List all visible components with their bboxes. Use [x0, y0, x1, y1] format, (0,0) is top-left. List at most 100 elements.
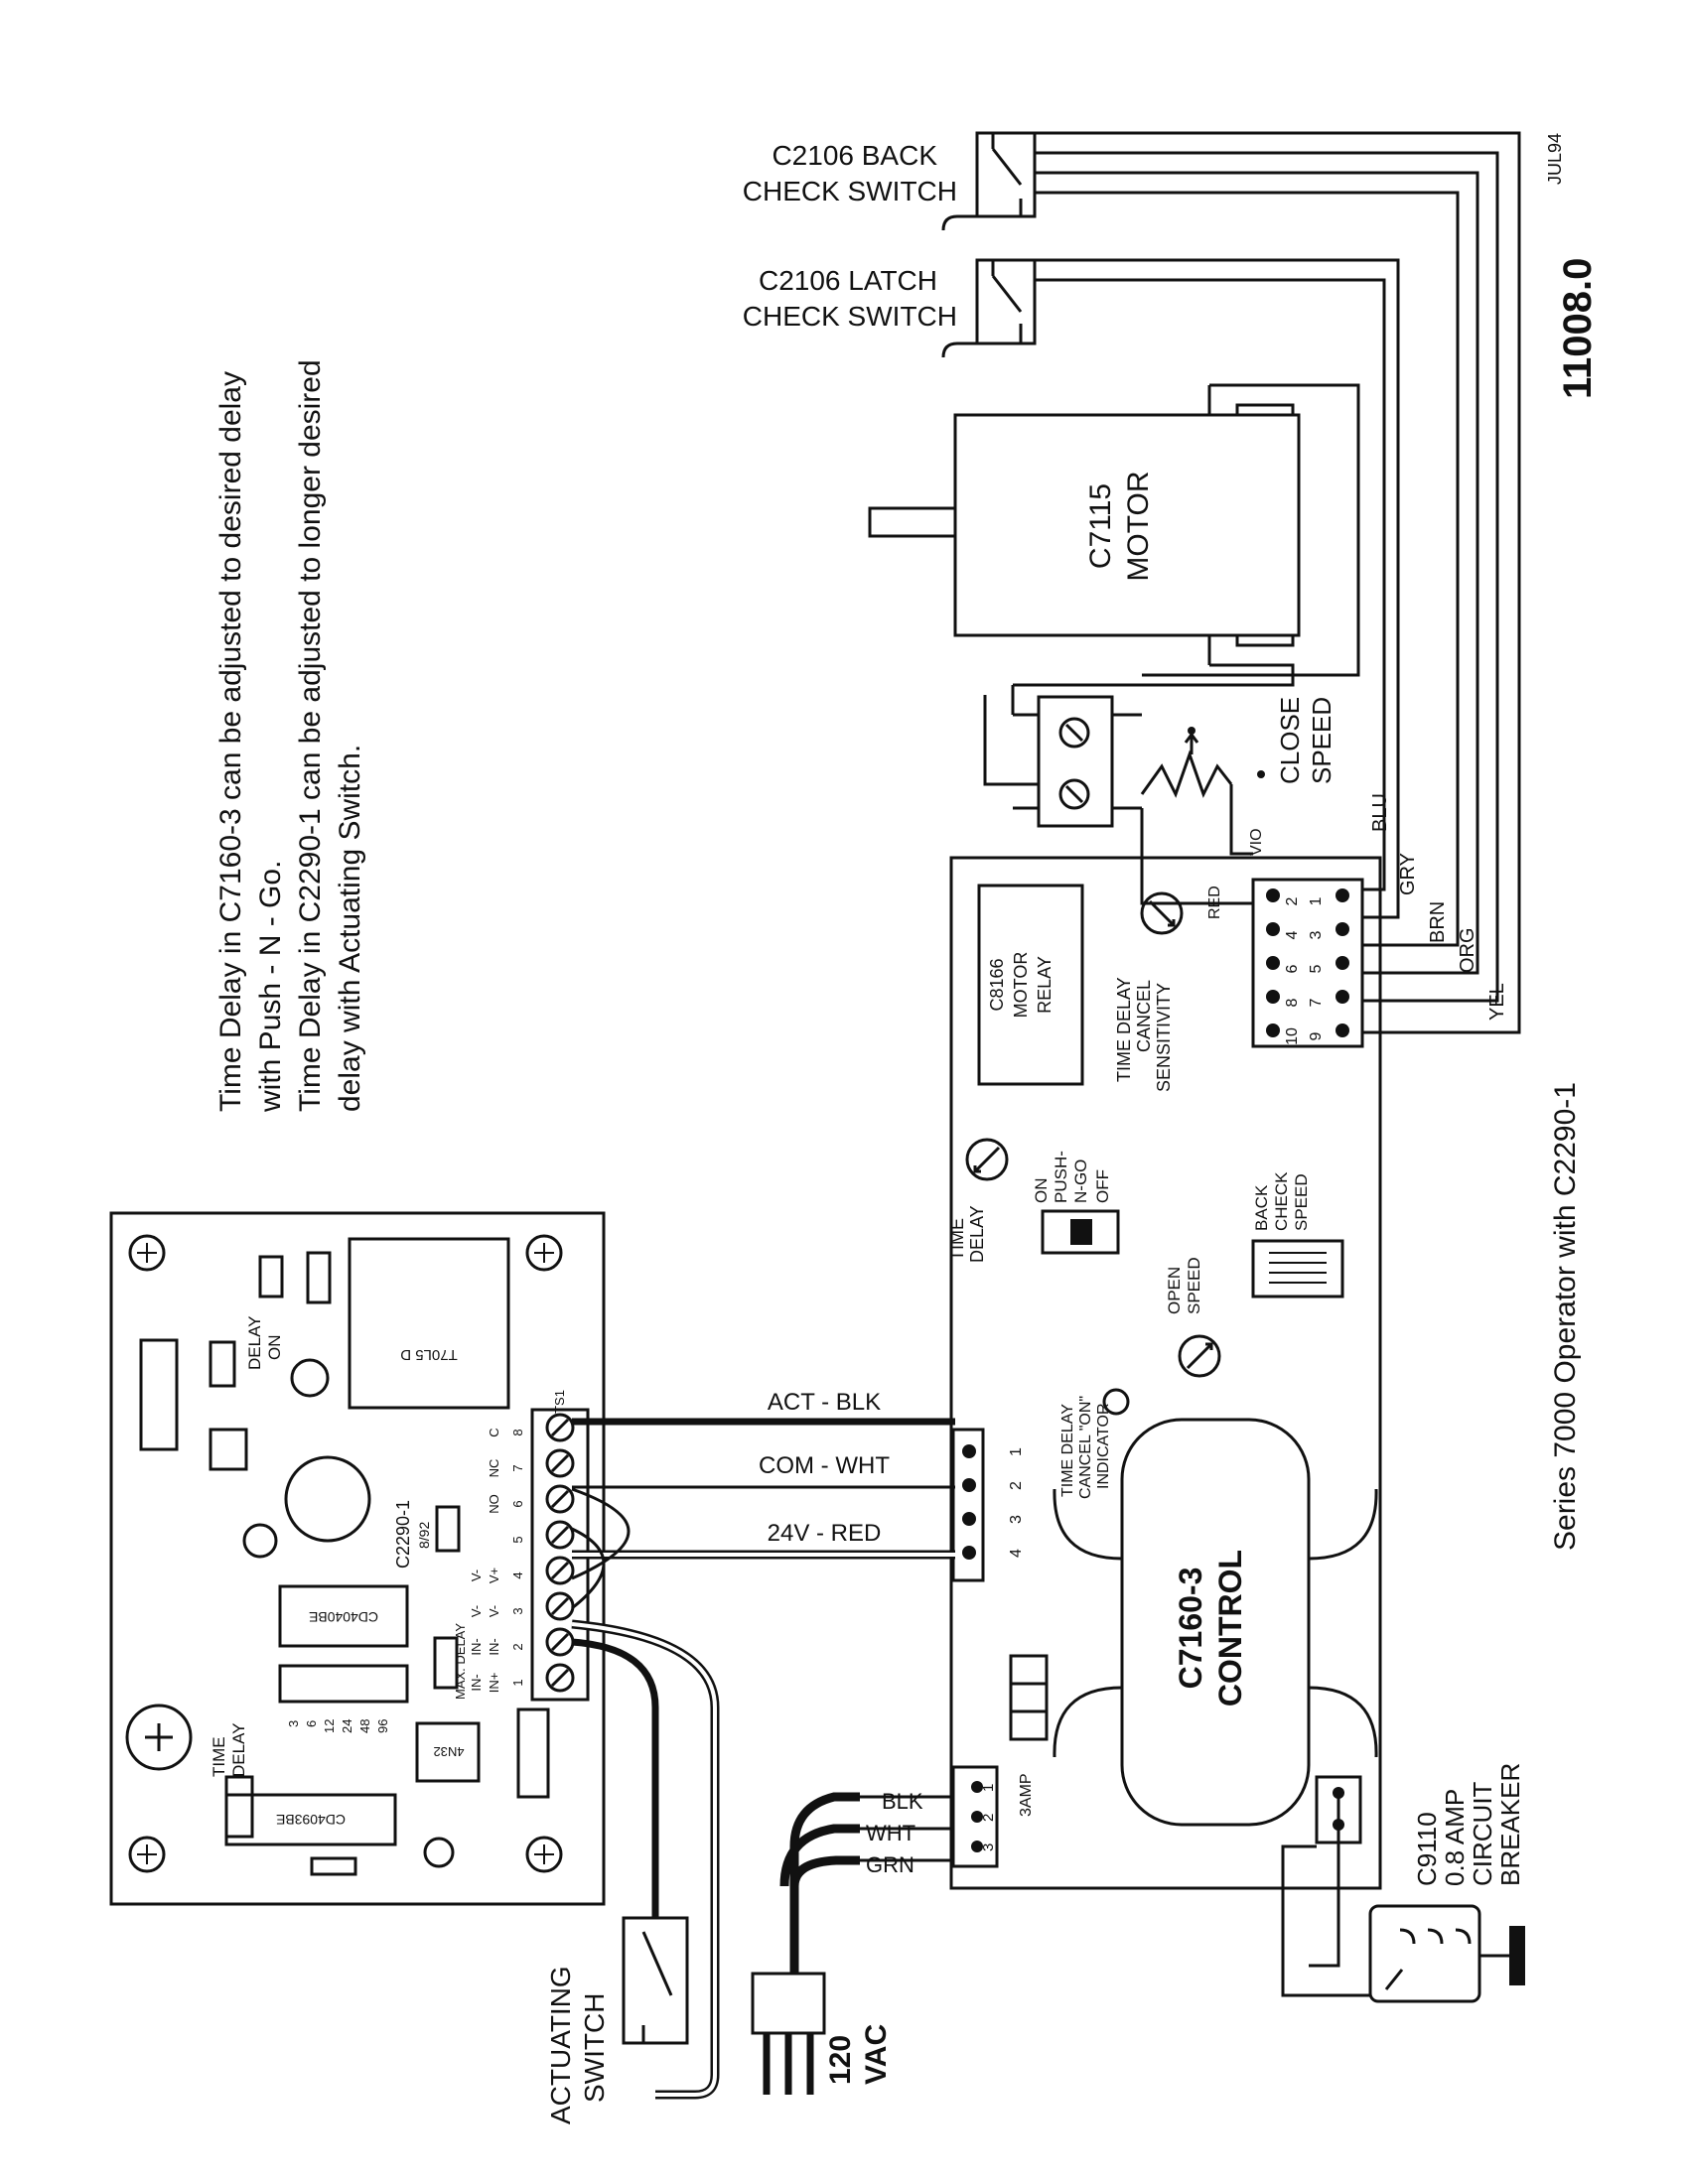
latch-check-switch-label-2: CHECK SWITCH: [743, 301, 957, 332]
motor-body: [953, 413, 1301, 637]
dip-label: 96: [375, 1719, 390, 1733]
delay-on-label-1: DELAY: [245, 1316, 264, 1371]
sensitivity-label-3: SENSITIVITY: [1154, 983, 1174, 1092]
terminal-pin-label: 4: [1284, 930, 1301, 939]
terminal-pin-dot: [1336, 956, 1349, 970]
dip-label: 6: [304, 1720, 319, 1727]
power-source-label-2: VAC: [860, 2024, 893, 2085]
sensitivity-label-1: TIME DELAY: [1114, 977, 1134, 1082]
terminal-pin-label: 1: [1308, 896, 1325, 905]
ts1-terminal-number: 3: [510, 1607, 525, 1614]
ts1-terminal-number: 8: [510, 1429, 525, 1435]
sensitivity-label-2: CANCEL: [1134, 980, 1154, 1052]
power-pin-1: 1: [980, 1784, 997, 1792]
ts1-terminal-label: V+: [487, 1568, 501, 1583]
ts1-terminal-screw-icon: [545, 1413, 575, 1442]
back-check-label-2: CHECK: [1272, 1171, 1291, 1231]
terminal-pin-label: 7: [1308, 998, 1325, 1007]
board-label: C2290-1: [393, 1500, 413, 1569]
wire-brn-label: BRN: [1427, 901, 1449, 943]
delay-on-label-2: ON: [265, 1335, 284, 1361]
close-speed-resistor: [1013, 695, 1265, 828]
ts1-label: TS1: [552, 1390, 567, 1414]
motor-label-1: C7115: [1084, 483, 1117, 569]
c7160-control: C7160-3 CONTROL C8166 MOTOR RELAY TIME D…: [947, 828, 1382, 1890]
breaker-label-1: C9110: [1412, 1812, 1442, 1886]
wire-yel-label: YEL: [1486, 983, 1508, 1021]
open-speed-label-2: SPEED: [1185, 1257, 1203, 1314]
time-delay-label-2: DELAY: [229, 1723, 248, 1778]
switch-pos-off: OFF: [1093, 1169, 1112, 1203]
ts1-terminal-label: C: [487, 1428, 501, 1436]
ts1-terminal-number: 5: [510, 1536, 525, 1543]
dip-switch: [278, 1664, 409, 1704]
ts1-terminal-label: NC: [487, 1459, 501, 1478]
ts1-terminal-screw-icon: [545, 1556, 575, 1585]
terminal-pin-dot: [1266, 1024, 1280, 1037]
breaker-label-3: CIRCUIT: [1468, 1781, 1497, 1886]
back-check-speed-control[interactable]: [1251, 1239, 1344, 1298]
wire-24v-label: 24V - RED: [768, 1520, 882, 1547]
fuse-label: 3AMP: [1018, 1773, 1035, 1817]
actuating-switch-label-1: ACTUATING: [545, 1966, 576, 2124]
relay-label-3: RELAY: [1035, 956, 1055, 1014]
motor-relay: [977, 884, 1084, 1086]
pin-1-label: 1: [1008, 1447, 1025, 1456]
wiring: [571, 131, 1521, 2100]
control-name-2: CONTROL: [1212, 1550, 1248, 1706]
ts1-terminal-screw-icon: [545, 1663, 575, 1693]
terminal-pin-dot: [1336, 990, 1349, 1004]
back-check-switch: [941, 131, 1037, 231]
note-line-2: with Push - N - Go.: [254, 861, 287, 1113]
c2290-board: T70L5 D DELAY ON C2290-1 8/92 CD4040BE 3…: [109, 1211, 606, 1906]
latch-check-switch-label-1: C2106 LATCH: [759, 265, 937, 296]
switch-pos-push: PUSH-: [1052, 1151, 1070, 1203]
breaker-label-2: 0.8 AMP: [1440, 1789, 1470, 1886]
ts1-terminal-label-inner: V-: [469, 1570, 484, 1581]
dip-label: 48: [357, 1719, 372, 1733]
ts1-terminal-label-inner: V-: [469, 1605, 484, 1617]
open-speed-pot-icon: [1178, 1334, 1221, 1378]
indicator-label-3: INDICATOR: [1095, 1403, 1112, 1489]
wire-grn-label: GRN: [866, 1852, 914, 1877]
cancel-indicator-led: [1102, 1388, 1130, 1416]
wire-gry-label: GRY: [1397, 853, 1419, 895]
time-delay-label-1: TIME: [210, 1736, 228, 1777]
terminal-pin-dot: [1336, 888, 1349, 902]
indicator-label-1: TIME DELAY: [1059, 1404, 1076, 1497]
terminal-pin-label: 6: [1284, 964, 1301, 973]
ts1-terminal-label: NO: [487, 1494, 501, 1514]
ts1-terminal-number: 7: [510, 1464, 525, 1471]
drawing-date: JUL94: [1545, 133, 1565, 185]
note-line-3: Time Delay in C2290-1 can be adjusted to…: [294, 359, 327, 1112]
cancel-sensitivity-pot-icon: [1140, 891, 1184, 935]
terminal-pin-dot: [1336, 922, 1349, 936]
fuse: [1009, 1654, 1049, 1741]
ic-bottom-label: CD4093BE: [276, 1812, 346, 1828]
relay-label-2: MOTOR: [1011, 952, 1031, 1019]
terminal-pin-dot: [1266, 990, 1280, 1004]
relay-part-text: T70L5 D: [400, 1346, 458, 1363]
dip-label: 3: [286, 1720, 301, 1727]
ts1-terminal-screw-icon: [545, 1520, 575, 1550]
motor: C7115 MOTOR: [868, 385, 1301, 665]
page-title: Series 7000 Operator with C2290-1: [1549, 1082, 1582, 1551]
close-speed-label-1: CLOSE: [1275, 697, 1305, 784]
note-line-1: Time Delay in C7160-3 can be adjusted to…: [214, 371, 247, 1112]
switch-pos-on: ON: [1032, 1178, 1051, 1204]
back-check-label-1: BACK: [1252, 1184, 1271, 1231]
wire-act-label: ACT - BLK: [768, 1389, 881, 1416]
back-check-label-3: SPEED: [1292, 1173, 1311, 1231]
pin-2-label: 2: [1008, 1481, 1025, 1490]
terminal-pin-label: 10: [1284, 1027, 1301, 1045]
ts1-terminal-label: V-: [487, 1605, 501, 1617]
wire-blu-label: BLU: [1369, 793, 1391, 832]
motor-label-2: MOTOR: [1122, 471, 1155, 581]
indicator-label-2: CANCEL "ON": [1077, 1396, 1094, 1499]
delay-on-led: [290, 1358, 330, 1398]
wire-blk-label: BLK: [882, 1789, 923, 1814]
terminal-pin-label: 5: [1308, 964, 1325, 973]
terminal-pin-label: 9: [1308, 1031, 1325, 1040]
ts1-terminal-number: 1: [510, 1679, 525, 1686]
